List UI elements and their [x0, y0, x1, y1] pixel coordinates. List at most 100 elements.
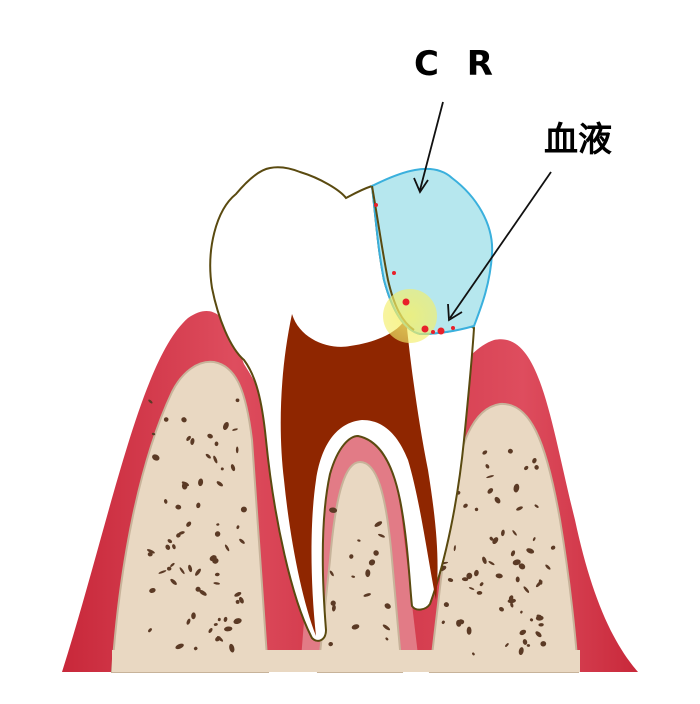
bone-spot [365, 569, 371, 578]
bone-base [112, 650, 580, 672]
bone-spot [170, 578, 177, 585]
bone-spot [148, 399, 153, 404]
bone-spot [181, 417, 187, 423]
bone-spot [474, 507, 479, 512]
bone-spot [513, 483, 520, 493]
bone-spot [191, 612, 196, 620]
interradicular-bone [316, 460, 404, 673]
bone-spot [518, 647, 524, 656]
bone-spot [512, 559, 521, 566]
bone-spot [349, 554, 354, 559]
bone-spot [351, 624, 360, 630]
bone-spot [328, 641, 333, 647]
bone-spot [368, 559, 376, 566]
bone-spot [485, 464, 490, 469]
bone-spot [148, 628, 152, 633]
bone-spot [234, 592, 242, 597]
bone-spot [482, 450, 488, 455]
cr-arrow [413, 101, 444, 194]
bone-spot [385, 637, 389, 641]
bone-spot [165, 544, 171, 550]
bone-spot [461, 577, 469, 582]
bone-spot [468, 587, 475, 590]
bone-spot [505, 643, 509, 647]
bone-spot [186, 618, 191, 625]
bone-spot [526, 548, 535, 554]
bone-spot [199, 589, 207, 596]
bone-spot [216, 481, 223, 487]
bone-spot [195, 568, 201, 576]
bone-spot [207, 433, 213, 439]
bone-spot [441, 620, 445, 625]
bone-spot [175, 504, 182, 510]
blood-dots [374, 203, 455, 335]
bone-spot [224, 626, 233, 632]
bone-spot [488, 561, 495, 566]
bone-spot [208, 628, 213, 633]
bone-spot [466, 626, 472, 635]
bone-spot [215, 636, 221, 642]
cr-label: C R [414, 44, 501, 84]
bone-spot [540, 641, 547, 647]
bone-spot [522, 639, 528, 645]
bone-spot [538, 623, 544, 627]
bone-spot [476, 590, 483, 595]
bone-spot [176, 533, 181, 538]
bone-spot [443, 602, 449, 608]
bone-spot [466, 572, 473, 580]
bone-spot [151, 432, 156, 436]
bone-spot [479, 582, 484, 587]
bone-spot [463, 503, 468, 508]
bone-spot [214, 531, 221, 537]
bone-spot [229, 643, 235, 653]
bone-spot [224, 544, 230, 552]
bone-spot [516, 506, 523, 511]
bone-spot [532, 537, 536, 542]
bone-spot [351, 575, 356, 578]
bone-spot [535, 580, 543, 588]
bone-spot [507, 448, 513, 454]
bone-spot [501, 529, 505, 537]
bone-spot [235, 398, 240, 403]
bone-spot [510, 550, 516, 557]
contamination-zone [383, 289, 437, 343]
bone-spot [240, 506, 247, 513]
bone-spot [158, 570, 167, 574]
bone-spot [235, 599, 240, 604]
pulp [280, 314, 438, 636]
bone-spot [223, 616, 228, 622]
bone-spot [535, 631, 542, 638]
bone-spot [190, 438, 195, 445]
bone-spot [472, 652, 475, 656]
bone-spot [382, 624, 391, 631]
bone-spot [482, 556, 487, 564]
bone-spot [526, 644, 531, 647]
bone-spot [175, 643, 184, 650]
bone-spot [196, 502, 201, 509]
alveolar-bone [110, 360, 270, 673]
bone-spot [508, 595, 514, 601]
bone-spot [329, 570, 334, 577]
bone-spot [512, 530, 517, 536]
bone-spot [453, 545, 456, 552]
bone-spot [235, 446, 239, 454]
bone-spot [487, 488, 494, 494]
bone-spot [384, 603, 391, 609]
bone-spot [510, 602, 514, 608]
bone-spot [167, 566, 172, 571]
bone-spot [214, 572, 220, 577]
bone-spot [329, 507, 338, 513]
bone-spot [519, 629, 527, 636]
bone-spot [147, 551, 153, 557]
bone-spot [236, 525, 240, 530]
bone-spot [216, 523, 220, 526]
bone-spot [545, 564, 551, 570]
bone-spot [232, 428, 238, 431]
bone-spot [495, 573, 503, 579]
bone-spot [529, 618, 534, 622]
bone-spot [195, 586, 201, 592]
bone-spot [181, 482, 188, 490]
bone-spot [550, 545, 556, 550]
